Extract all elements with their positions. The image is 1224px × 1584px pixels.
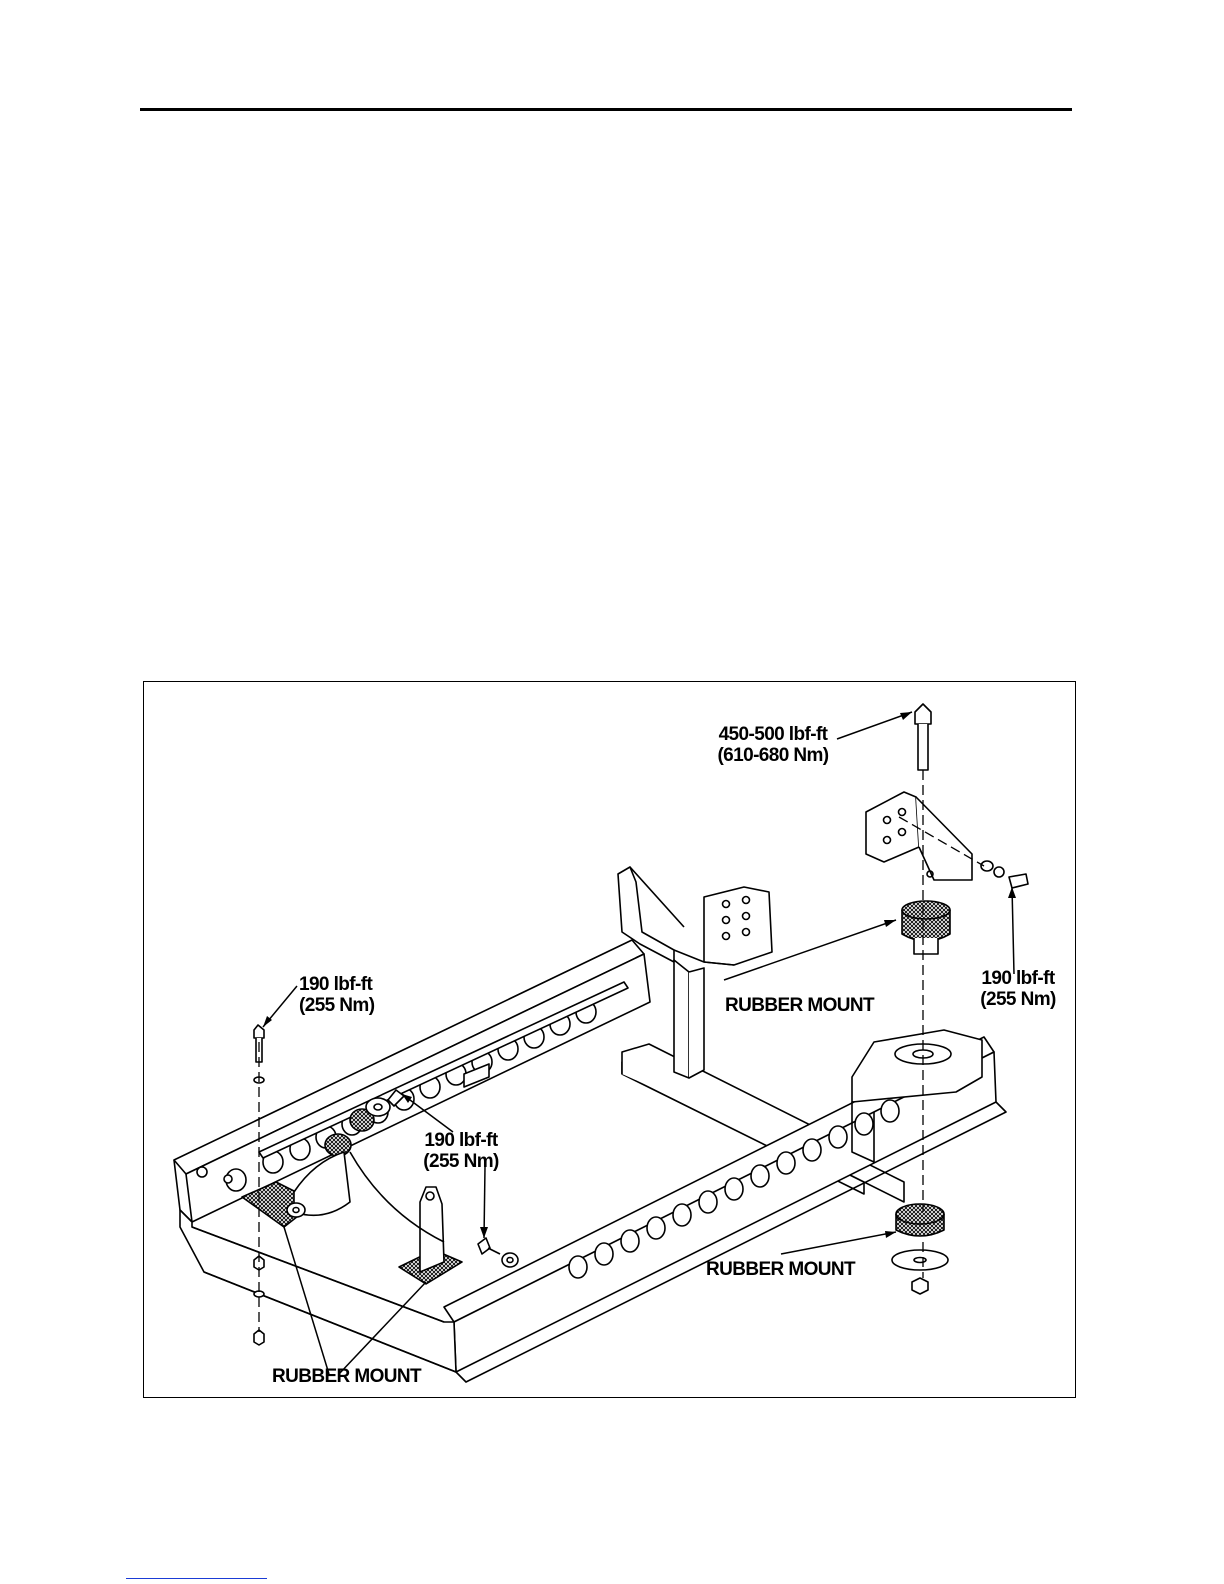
side-bolt-right xyxy=(981,861,1028,888)
left-torque-metric: (255 Nm) xyxy=(299,995,374,1016)
top-torque-label: 450-500 lbf-ft (610-680 Nm) xyxy=(708,724,838,766)
mid-torque-label: 190 lbf-ft (255 Nm) xyxy=(416,1130,506,1172)
mid-torque-metric: (255 Nm) xyxy=(416,1151,506,1172)
top-torque-value: 450-500 lbf-ft xyxy=(708,724,838,745)
mid-torque-value: 190 lbf-ft xyxy=(416,1130,506,1151)
left-torque-value: 190 lbf-ft xyxy=(299,974,374,995)
cradle-illustration xyxy=(144,682,1077,1399)
top-torque-metric: (610-680 Nm) xyxy=(708,745,838,766)
top-bolt xyxy=(915,704,931,770)
rubber-mount-upper-label: RUBBER MOUNT xyxy=(725,995,874,1016)
lower-rubber-mount xyxy=(892,1204,948,1294)
right-torque-value: 190 lbf-ft xyxy=(970,968,1066,989)
upper-rubber-mount xyxy=(902,901,950,954)
left-torque-label: 190 lbf-ft (255 Nm) xyxy=(299,974,374,1016)
right-torque-metric: (255 Nm) xyxy=(970,989,1066,1010)
engine-cradle-figure: 450-500 lbf-ft (610-680 Nm) 190 lbf-ft (… xyxy=(143,681,1076,1398)
upper-mount-bracket xyxy=(866,792,972,880)
rubber-mount-lower-label: RUBBER MOUNT xyxy=(706,1259,855,1280)
footer-link-underline xyxy=(126,1578,267,1579)
rubber-mount-left-label: RUBBER MOUNT xyxy=(272,1366,421,1387)
mid-bolt xyxy=(478,1238,518,1267)
header-rule xyxy=(140,108,1072,111)
right-torque-label: 190 lbf-ft (255 Nm) xyxy=(970,968,1066,1010)
